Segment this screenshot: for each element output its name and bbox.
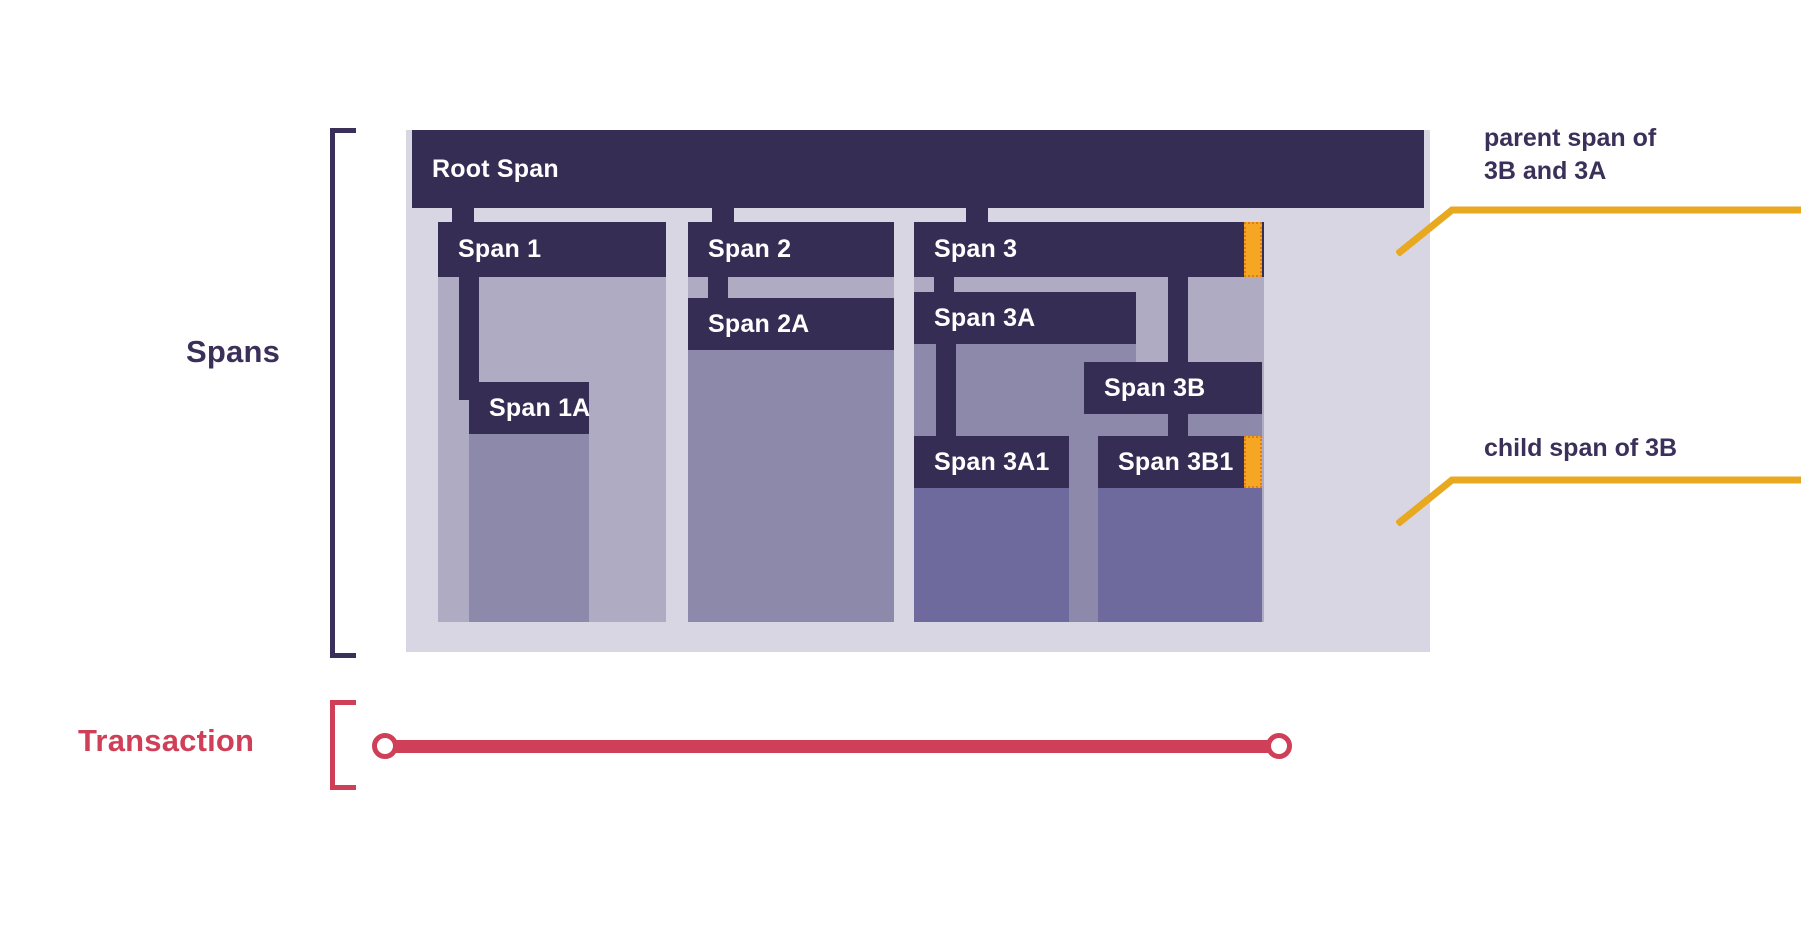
span-root[interactable]: Root Span <box>412 130 1424 208</box>
transaction-bar[interactable] <box>372 733 1292 759</box>
stem-span3a-to-span3a1 <box>936 344 956 464</box>
transaction-start-dot <box>372 733 398 759</box>
span-root-header: Root Span <box>412 130 1424 208</box>
span-3b-header: Span 3B <box>1084 362 1262 414</box>
parent-callout-text: parent span of 3B and 3A <box>1484 124 1657 185</box>
spans-container: Root Span Span 1 Span 1A Span 2 Span 2A … <box>406 130 1430 652</box>
span-2a-body <box>688 350 894 622</box>
span-3b1[interactable]: Span 3B1 <box>1098 436 1262 622</box>
span-3a1-header: Span 3A1 <box>914 436 1069 488</box>
span-3a-header: Span 3A <box>914 292 1136 344</box>
span-3-header: Span 3 <box>914 222 1264 277</box>
spans-bracket <box>330 128 356 658</box>
spans-group-label: Spans <box>186 334 281 369</box>
stem-span1-to-span1a <box>459 277 479 400</box>
span-1a-header: Span 1A <box>469 382 590 434</box>
span-1-header: Span 1 <box>438 222 666 277</box>
child-span-marker <box>1244 436 1262 488</box>
span-2-header: Span 2 <box>688 222 894 277</box>
span-2a[interactable]: Span 2A <box>688 298 894 622</box>
span-3a1[interactable]: Span 3A1 <box>914 436 1069 622</box>
transaction-group-label: Transaction <box>78 723 255 758</box>
span-1a-body <box>469 434 589 622</box>
transaction-bracket <box>330 700 356 790</box>
transaction-duration-line <box>390 740 1274 753</box>
span-3b1-body <box>1098 488 1262 622</box>
parent-span-marker <box>1244 222 1262 277</box>
span-3a1-body <box>914 488 1069 622</box>
transaction-end-dot <box>1266 733 1292 759</box>
child-callout-text: child span of 3B <box>1484 434 1678 462</box>
child-callout-line <box>1396 476 1801 526</box>
stem-span3-to-span3b <box>1168 277 1188 387</box>
span-3b1-header: Span 3B1 <box>1098 436 1262 488</box>
parent-callout-line <box>1396 206 1801 256</box>
span-1a[interactable]: Span 1A <box>469 382 590 622</box>
span-2a-header: Span 2A <box>688 298 894 350</box>
